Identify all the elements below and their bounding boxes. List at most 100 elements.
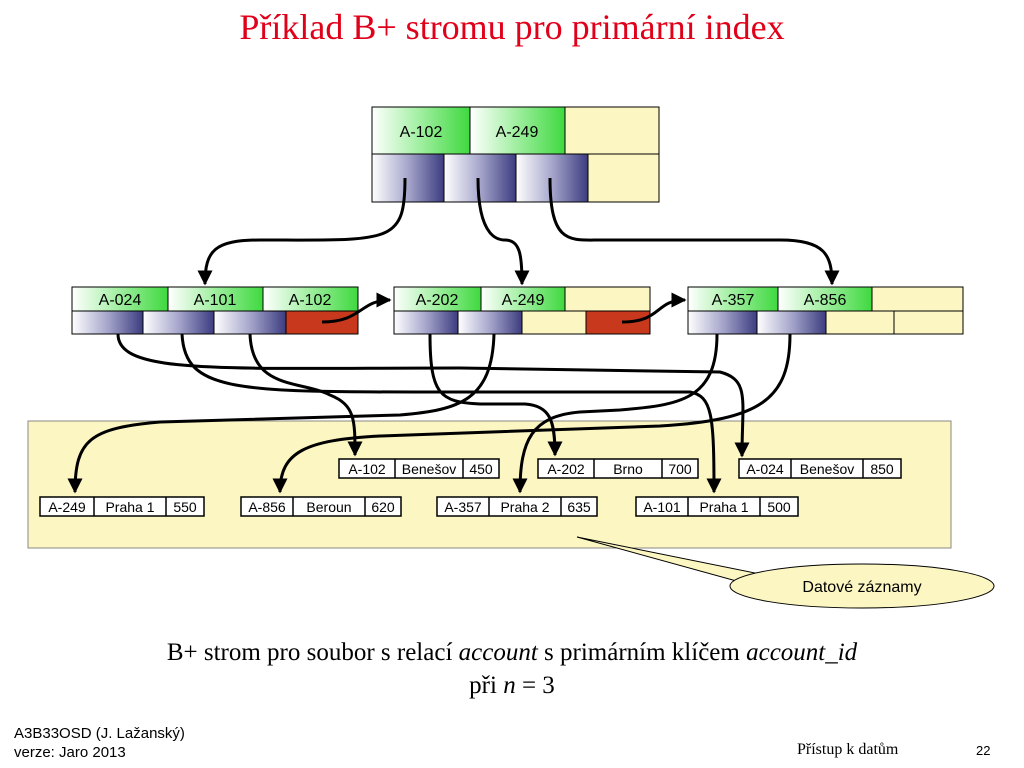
tree-pointer-arrow <box>197 177 407 286</box>
caption-key: account_id <box>746 639 858 666</box>
root-to-leaf-arrows <box>197 177 840 286</box>
leaf-node-3: A-357 A-856 <box>687 286 964 335</box>
record-balance: 450 <box>469 461 493 477</box>
data-record: A-856 Beroun 620 <box>240 496 402 517</box>
record-account: A-249 <box>48 499 86 515</box>
leaf-pointer-cell <box>457 310 523 335</box>
tree-pointer-arrow <box>548 177 840 286</box>
record-balance: 700 <box>668 461 692 477</box>
record-account: A-101 <box>643 499 681 515</box>
root-node: A-102 A-249 <box>371 106 660 203</box>
root-key-cell <box>371 106 471 155</box>
leaf-key-cell <box>262 286 359 312</box>
root-pointer-cell <box>371 153 445 203</box>
leaf-pointer-cell <box>213 310 287 335</box>
leaf-to-record-arrows <box>67 333 792 494</box>
leaf-key: A-202 <box>416 292 459 309</box>
data-records: A-102 Benešov 450 A-202 Brno 700 A-024 Benešov 8… <box>39 458 902 517</box>
data-record: A-101 Praha 1 500 <box>635 496 799 517</box>
footer-course-info: A3B33OSD (J. Lažanský) verze: Jaro 2013 <box>14 724 185 762</box>
caption-relation: account <box>458 639 538 666</box>
caption-part4: = 3 <box>521 672 555 699</box>
leaf-empty-pointer-cell <box>521 310 587 335</box>
leaf-key: A-856 <box>804 292 847 309</box>
record-account: A-357 <box>444 499 482 515</box>
caption-part2: s primárním klíčem <box>544 639 740 666</box>
record-box <box>738 458 902 479</box>
next-leaf-arrow <box>621 292 687 324</box>
data-record: A-249 Praha 1 550 <box>39 496 205 517</box>
leaf-empty-key-cell <box>564 286 651 312</box>
next-leaf-pointers <box>321 292 687 324</box>
data-record: A-202 Brno 700 <box>537 458 699 479</box>
leaf-key: A-249 <box>502 292 545 309</box>
record-pointer-arrow <box>67 333 496 494</box>
record-account: A-856 <box>248 499 286 515</box>
record-balance: 620 <box>371 499 395 515</box>
leaf-pointer-cell <box>142 310 215 335</box>
tree-pointer-arrow <box>476 177 530 286</box>
record-branch: Praha 1 <box>699 499 748 515</box>
leaf-key-cell <box>480 286 566 312</box>
root-key: A-249 <box>496 124 539 141</box>
slide-caption: B+ strom pro soubor s relací account s p… <box>0 636 1024 702</box>
page-number: 22 <box>976 743 991 758</box>
root-key-cell <box>469 106 566 155</box>
record-branch: Benešov <box>800 461 854 477</box>
record-account: A-202 <box>547 461 585 477</box>
leaf-pointer-cell <box>687 310 758 335</box>
record-pointer-arrow <box>116 333 750 458</box>
footer-section: Přístup k datům <box>797 741 899 758</box>
caption-part3: při <box>469 672 497 699</box>
leaf-next-pointer-cell <box>585 310 651 335</box>
slide-title: Příklad B+ stromu pro primární index <box>239 7 785 47</box>
record-branch: Praha 1 <box>105 499 154 515</box>
data-record: A-102 Benešov 450 <box>338 458 500 479</box>
data-records-area <box>27 420 952 549</box>
record-branch: Benešov <box>402 461 456 477</box>
leaf-empty-pointer-cell <box>825 310 895 335</box>
root-empty-key-cell <box>564 106 660 155</box>
leaf-empty-pointer-cell <box>893 310 964 335</box>
record-box <box>240 496 402 517</box>
record-balance: 635 <box>567 499 591 515</box>
root-key: A-102 <box>400 124 443 141</box>
record-pointer-arrow <box>248 333 363 457</box>
record-balance: 850 <box>870 461 894 477</box>
leaf-node-1: A-024 A-101 A-102 <box>71 286 359 335</box>
caption-part1: B+ strom pro soubor s relací <box>166 639 453 666</box>
leaf-pointer-cell <box>756 310 827 335</box>
record-account: A-102 <box>348 461 386 477</box>
leaf-key: A-102 <box>289 292 332 309</box>
root-empty-pointer-cell <box>587 153 660 203</box>
record-pointer-arrow <box>512 333 719 494</box>
leaf-key: A-101 <box>194 292 237 309</box>
caption-variable: n <box>503 672 516 699</box>
leaf-node-2: A-202 A-249 <box>393 286 651 335</box>
record-branch: Brno <box>613 461 643 477</box>
record-account: A-024 <box>746 461 784 477</box>
leaf-key: A-024 <box>99 292 142 309</box>
data-record: A-024 Benešov 850 <box>738 458 902 479</box>
footer-version: verze: Jaro 2013 <box>14 744 126 761</box>
leaf-key-cell <box>777 286 873 312</box>
record-box <box>635 496 799 517</box>
leaf-key: A-357 <box>712 292 755 309</box>
record-pointer-arrow <box>428 333 563 457</box>
record-box <box>338 458 500 479</box>
record-balance: 500 <box>767 499 791 515</box>
footer-course: A3B33OSD (J. Lažanský) <box>14 725 185 742</box>
leaf-empty-key-cell <box>871 286 964 312</box>
leaf-key-cell <box>167 286 264 312</box>
next-leaf-arrow <box>321 292 392 324</box>
data-records-callout: Datové záznamy <box>576 536 995 609</box>
record-box <box>436 496 598 517</box>
leaf-pointer-cell <box>393 310 459 335</box>
leaf-pointer-cell <box>71 310 144 335</box>
record-pointer-arrow <box>272 333 792 494</box>
callout-label: Datové záznamy <box>802 579 921 596</box>
record-branch: Beroun <box>306 499 351 515</box>
record-balance: 550 <box>173 499 197 515</box>
